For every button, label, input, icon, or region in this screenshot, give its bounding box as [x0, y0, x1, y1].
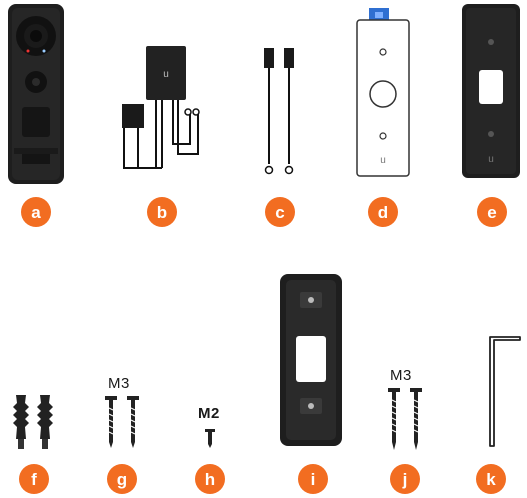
badge-j: j: [390, 464, 420, 494]
badge-g: g: [107, 464, 137, 494]
svg-text:u: u: [488, 154, 494, 165]
badge-f: f: [19, 464, 49, 494]
badge-k: k: [476, 464, 506, 494]
badge-c: c: [265, 197, 295, 227]
screws-m3-long-icon: [385, 388, 427, 452]
extension-wires-icon: [258, 46, 302, 178]
screws-m3-icon: [102, 396, 142, 450]
badge-e: e: [477, 197, 507, 227]
size-label-h: M2: [198, 405, 220, 422]
badge-a: a: [21, 197, 51, 227]
wall-anchors-icon: [8, 393, 60, 453]
svg-text:u: u: [163, 69, 169, 80]
svg-text:u: u: [380, 155, 386, 166]
size-label-j: M3: [390, 367, 412, 384]
backplate-icon: [280, 274, 342, 446]
badge-h: h: [195, 464, 225, 494]
angled-mount-icon: u: [462, 4, 520, 178]
mounting-plate-icon: u: [355, 6, 411, 178]
badge-d: d: [368, 197, 398, 227]
hex-key-icon: [484, 334, 524, 448]
doorbell-device-icon: [8, 4, 64, 184]
power-adapter-icon: u: [118, 44, 208, 174]
badge-i: i: [298, 464, 328, 494]
badge-b: b: [147, 197, 177, 227]
size-label-g: M3: [108, 375, 130, 392]
screw-m2-icon: [203, 429, 217, 449]
